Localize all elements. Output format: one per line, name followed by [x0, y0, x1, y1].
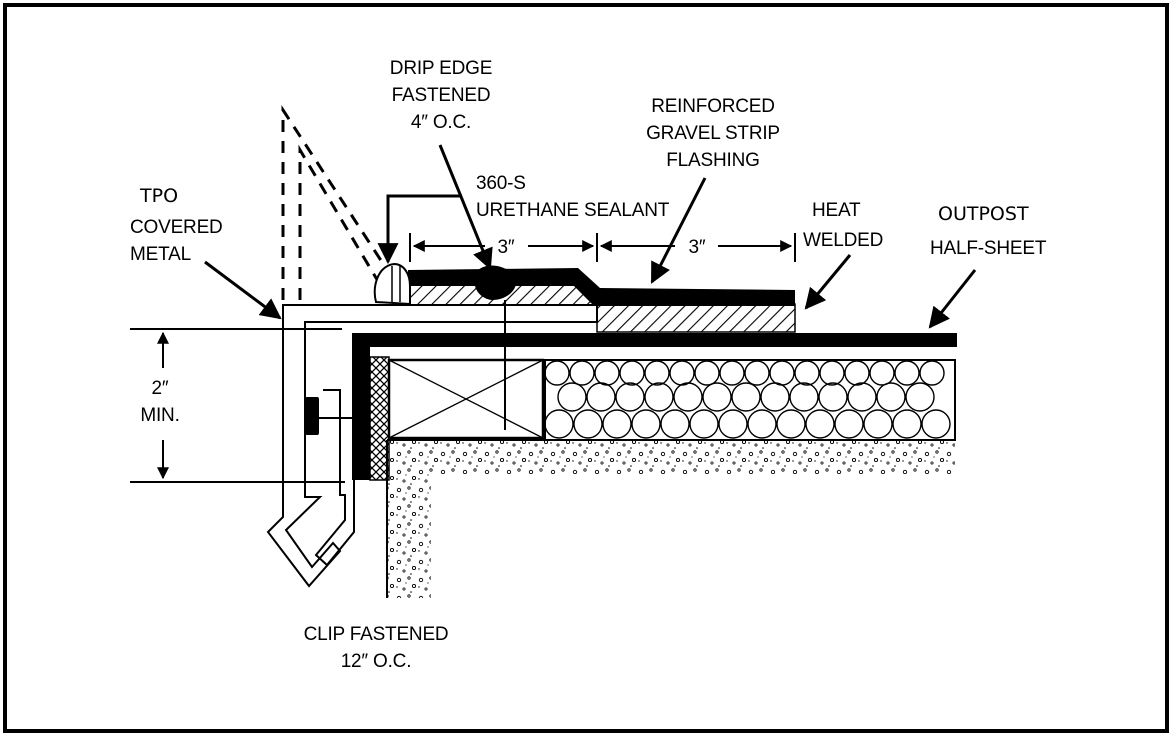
insulation-bead	[819, 360, 845, 386]
label-tpo: TPO COVERED METAL	[130, 185, 223, 265]
insulation-bead	[644, 382, 674, 412]
insulation-bead	[569, 360, 595, 386]
label-outpost: OUTPOST HALF-SHEET	[930, 203, 1047, 259]
label-clip: CLIP FASTENED 12″ O.C.	[304, 624, 449, 672]
insulation-bead	[747, 409, 777, 439]
insulation-bead	[744, 360, 770, 386]
drip-edge-leader	[438, 144, 493, 270]
diagram-border	[3, 3, 1169, 733]
gravel-strip-substrate	[407, 283, 796, 333]
insulation-bead	[794, 360, 820, 386]
insulation-bead	[719, 360, 745, 386]
insulation-bead	[805, 409, 835, 439]
svg-text:4″ O.C.: 4″ O.C.	[411, 112, 471, 133]
insulation-bead	[718, 409, 748, 439]
insulation-bead	[615, 382, 645, 412]
min-height-dimension	[130, 328, 345, 483]
sealant-leader	[377, 194, 462, 265]
urethane-sealant	[474, 265, 517, 300]
insulation-bead	[818, 382, 848, 412]
svg-text:FLASHING: FLASHING	[666, 150, 759, 171]
dimension-lines	[409, 233, 796, 262]
insulation-bead	[919, 360, 945, 386]
insulation-bead	[760, 382, 790, 412]
outpost-leader	[928, 269, 977, 329]
svg-text:GRAVEL STRIP: GRAVEL STRIP	[646, 123, 780, 144]
insulation-bead	[921, 409, 951, 439]
insulation-bead	[905, 382, 935, 412]
drip-edge-bead	[373, 262, 411, 306]
insulation-bead	[602, 409, 632, 439]
outpost-half-sheet	[352, 333, 957, 480]
svg-text:REINFORCED: REINFORCED	[651, 96, 775, 117]
label-min-height: 2″ MIN.	[140, 378, 180, 426]
svg-text:12″ O.C.: 12″ O.C.	[341, 651, 412, 672]
insulation-bead	[702, 382, 732, 412]
insulation-bead	[892, 409, 922, 439]
insulation-bead	[544, 409, 574, 439]
label-dim-left: 3″	[498, 237, 515, 258]
insulation	[544, 359, 956, 441]
insulation-bead	[544, 360, 570, 386]
label-gravel-strip: REINFORCED GRAVEL STRIP FLASHING	[646, 96, 780, 171]
insulation-bead	[789, 382, 819, 412]
insulation-bead	[573, 409, 603, 439]
insulation-bead	[869, 360, 895, 386]
insulation-bead	[644, 360, 670, 386]
insulation-bead	[557, 382, 587, 412]
svg-text:WELDED: WELDED	[803, 230, 883, 251]
wood-nailer	[387, 358, 545, 440]
svg-text:MIN.: MIN.	[140, 405, 179, 426]
edge-strip	[369, 356, 390, 481]
heat-welded-leader	[804, 254, 852, 310]
svg-text:COVERED: COVERED	[130, 217, 223, 238]
tpo-covered-metal	[266, 304, 598, 588]
leader-arrows	[204, 144, 977, 329]
insulation-bead	[863, 409, 893, 439]
insulation-bead	[876, 382, 906, 412]
label-drip-edge: DRIP EDGE FASTENED 4″ O.C.	[390, 58, 493, 133]
insulation-bead	[689, 409, 719, 439]
insulation-bead	[834, 409, 864, 439]
drip-edge-dashed-position	[281, 104, 397, 300]
insulation-bead	[673, 382, 703, 412]
insulation-bead	[586, 382, 616, 412]
svg-text:OUTPOST: OUTPOST	[938, 203, 1029, 225]
insulation-bead	[847, 382, 877, 412]
svg-text:HEAT: HEAT	[812, 200, 861, 221]
svg-text:METAL: METAL	[130, 244, 191, 265]
label-heat-welded: HEAT WELDED	[803, 200, 883, 251]
roof-deck	[386, 439, 955, 598]
insulation-bead	[731, 382, 761, 412]
label-dim-right: 3″	[689, 237, 706, 258]
svg-text:360-S: 360-S	[476, 173, 526, 194]
insulation-bead	[619, 360, 645, 386]
svg-text:DRIP EDGE: DRIP EDGE	[390, 58, 492, 79]
insulation-bead	[694, 360, 720, 386]
insulation-bead	[631, 409, 661, 439]
insulation-bead	[844, 360, 870, 386]
tpo-leader	[204, 260, 282, 320]
insulation-bead	[660, 409, 690, 439]
label-sealant: 360-S URETHANE SEALANT	[476, 173, 670, 221]
svg-text:HALF-SHEET: HALF-SHEET	[930, 238, 1047, 259]
svg-text:URETHANE SEALANT: URETHANE SEALANT	[476, 200, 670, 221]
svg-text:TPO: TPO	[139, 185, 178, 207]
svg-text:2″: 2″	[152, 378, 169, 399]
svg-text:CLIP FASTENED: CLIP FASTENED	[304, 624, 449, 645]
clip	[305, 389, 355, 567]
insulation-bead	[776, 409, 806, 439]
svg-text:FASTENED: FASTENED	[392, 85, 491, 106]
insulation-bead	[894, 360, 920, 386]
gravel-strip-leader	[650, 177, 707, 284]
